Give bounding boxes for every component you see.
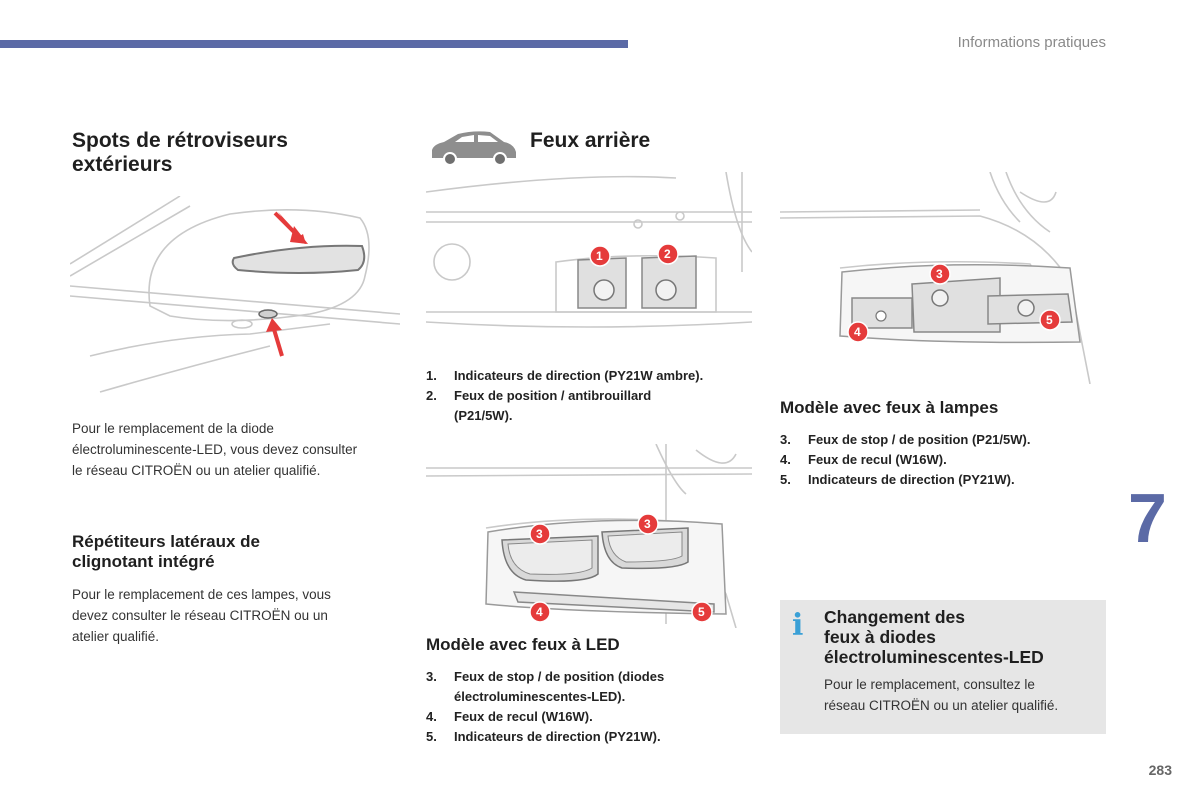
svg-text:3: 3 [936, 267, 943, 281]
rear-led-illustration: 3 3 4 5 [426, 444, 752, 628]
led-model-heading: Modèle avec feux à LED [426, 635, 620, 654]
svg-text:3: 3 [644, 517, 651, 531]
bulb-model-heading: Modèle avec feux à lampes [780, 398, 999, 417]
rear-lights-illustration-1: 1 2 [426, 172, 752, 358]
svg-text:5: 5 [698, 605, 705, 619]
header-bar [0, 40, 628, 48]
page-number: 283 [1148, 762, 1172, 778]
list-item: 4.Feux de recul (W16W). [426, 709, 593, 724]
list-item: 2.Feux de position / antibrouillard(P21/… [426, 388, 652, 423]
svg-text:1: 1 [596, 249, 603, 263]
badge-3b: 3 [637, 513, 659, 535]
list-item: 5.Indicateurs de direction (PY21W). [426, 729, 661, 744]
info-icon: i [792, 608, 804, 643]
bulb-model-list: 3.Feux de stop / de position (P21/5W). 4… [780, 430, 1110, 490]
svg-text:2: 2 [664, 247, 671, 261]
mirror-spots-text: Pour le remplacement de la diode électro… [72, 421, 358, 478]
svg-text:5: 5 [1046, 313, 1053, 327]
section-title: Informations pratiques [957, 34, 1106, 51]
badge-2: 2 [657, 243, 679, 265]
side-repeaters-text: Pour le remplacement de ces lampes, vous… [72, 587, 331, 644]
list-item: 4.Feux de recul (W16W). [780, 452, 947, 467]
info-box [780, 600, 1106, 734]
rear-bulb-illustration: 3 4 5 [780, 172, 1106, 384]
list-item: 3.Feux de stop / de position (P21/5W). [780, 432, 1031, 447]
side-repeaters-heading: Répétiteurs latéraux de clignotant intég… [72, 532, 261, 571]
svg-text:3: 3 [536, 527, 543, 541]
badge-3a: 3 [529, 523, 551, 545]
info-text: Pour le remplacement, consultez le résea… [824, 677, 1059, 713]
list-item: 1.Indicateurs de direction (PY21W ambre)… [426, 368, 704, 383]
badge-3: 3 [929, 263, 951, 285]
car-silhouette-icon [428, 130, 518, 168]
badge-5: 5 [691, 601, 713, 623]
badge-5: 5 [1039, 309, 1061, 331]
rear-lights-list-1: 1.Indicateurs de direction (PY21W ambre)… [426, 366, 756, 426]
badge-4: 4 [847, 321, 869, 343]
mirror-illustration [70, 196, 400, 396]
info-title: Changement des feux à diodes électrolumi… [824, 607, 1044, 667]
mirror-spots-heading: Spots de rétroviseurs extérieurs [72, 129, 288, 176]
svg-text:4: 4 [536, 605, 543, 619]
badge-1: 1 [589, 245, 611, 267]
svg-text:4: 4 [854, 325, 861, 339]
chapter-number: 7 [1128, 479, 1167, 557]
list-item: 5.Indicateurs de direction (PY21W). [780, 472, 1015, 487]
rear-lights-heading: Feux arrière [530, 129, 651, 152]
badge-4: 4 [529, 601, 551, 623]
